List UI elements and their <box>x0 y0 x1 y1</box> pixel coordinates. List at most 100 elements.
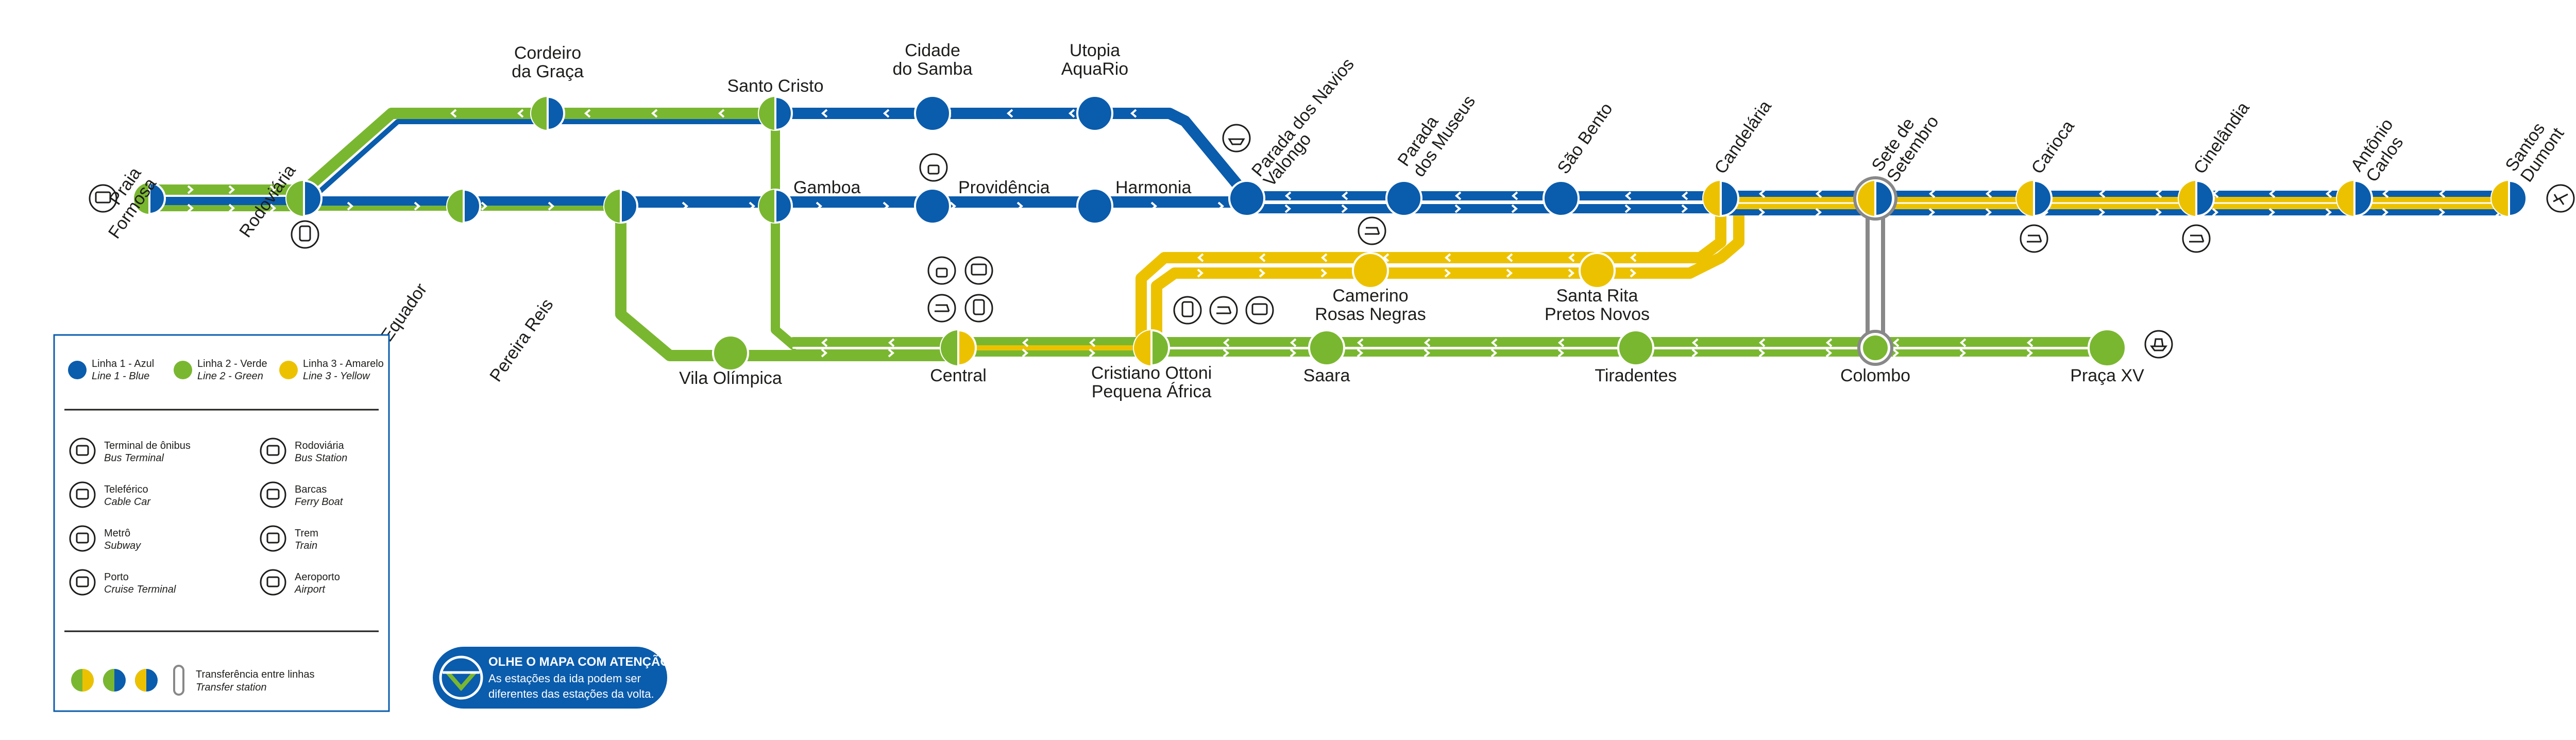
station-label-line: Colombo <box>1840 366 1910 385</box>
line-green-upper-branch <box>298 108 786 196</box>
legend-item-label: Aeroporto <box>295 571 340 583</box>
trunk-praia-rodoviaria <box>144 184 309 211</box>
station-label-line: Pretos Novos <box>1545 305 1650 324</box>
station-central: Central <box>930 329 987 385</box>
direction-chevron <box>1068 109 1075 118</box>
direction-chevron <box>1150 201 1158 211</box>
station-marker <box>1702 180 1739 217</box>
direction-chevron <box>2382 189 2389 198</box>
station-label: Pereira Reis <box>486 295 557 385</box>
station-equador: Equador <box>377 189 481 345</box>
station-saara: Saara <box>1303 329 1350 385</box>
bus-terminal-icon <box>89 184 117 213</box>
station-marker <box>1352 252 1389 289</box>
station-label-line: Cinelândia <box>2190 98 2253 177</box>
direction-chevron <box>1130 109 1137 118</box>
direction-chevron <box>1320 253 1328 262</box>
station-label: Vila Olímpica <box>679 368 782 388</box>
direction-chevron <box>1490 338 1498 347</box>
direction-chevron <box>1568 268 1575 278</box>
direction-chevron <box>347 201 354 211</box>
cruise-terminal-icon <box>1222 124 1251 153</box>
legend-item-label: Cable Car <box>104 496 151 508</box>
direction-chevron <box>718 109 725 118</box>
notice-body-line-1: As estações da ida podem ser <box>488 672 641 685</box>
direction-chevron <box>481 201 488 211</box>
direction-chevron <box>2026 348 2033 358</box>
subway-icon <box>2182 224 2211 253</box>
direction-chevron <box>2098 208 2106 217</box>
station-marker <box>1579 252 1616 289</box>
station-label: SantosDumont <box>2501 113 2568 186</box>
station-marker <box>1133 329 1170 366</box>
direction-chevron <box>1985 189 1992 198</box>
station-label: Saara <box>1303 366 1350 385</box>
station-marker <box>285 180 323 217</box>
direction-chevron <box>821 348 828 358</box>
subway-icon <box>1209 296 1238 325</box>
station-colombo: Colombo <box>1840 330 1910 385</box>
cruise-terminal-icon <box>69 569 96 596</box>
direction-chevron <box>1382 253 1389 262</box>
station-vila-olimpica: Vila Olímpica <box>679 334 782 388</box>
legend-line-label: Linha 1 - Azul <box>92 358 154 369</box>
station-label: Tiradentes <box>1595 366 1676 385</box>
station-label-line: Utopia <box>1070 41 1120 60</box>
direction-chevron <box>888 348 895 358</box>
legend-item-label: Porto <box>104 571 129 583</box>
station-marker <box>1228 180 1265 217</box>
station-label-line: Carioca <box>2027 117 2078 178</box>
direction-chevron <box>1444 268 1451 278</box>
direction-chevron <box>1423 348 1431 358</box>
station-label-line: Camerino <box>1332 286 1408 306</box>
station-label: Harmonia <box>1115 178 1191 197</box>
station-label-line: Santa Rita <box>1556 286 1638 306</box>
direction-chevron <box>888 338 895 347</box>
direction-chevron <box>517 109 524 118</box>
station-marker <box>758 189 793 224</box>
legend-line-label: Line 2 - Green <box>197 371 263 382</box>
direction-chevron <box>1511 191 1518 200</box>
direction-chevron <box>1815 189 1822 198</box>
direction-chevron <box>228 204 235 213</box>
direction-chevron <box>1825 338 1833 347</box>
legend-transfer-label-en: Transfer station <box>196 682 266 693</box>
station-label-line: Gamboa <box>793 178 860 197</box>
legend-line-label: Line 3 - Yellow <box>303 371 370 382</box>
legend-item-label: Cruise Terminal <box>104 584 176 595</box>
station-marker <box>1385 180 1422 217</box>
direction-chevron <box>1454 191 1462 200</box>
station-marker <box>758 96 793 131</box>
subway-icon <box>69 525 96 552</box>
direction-chevron <box>749 201 756 211</box>
station-marker <box>914 95 951 132</box>
station-marker <box>2490 180 2528 217</box>
train-icon <box>1173 296 1202 325</box>
train-icon <box>260 525 286 552</box>
direction-chevron <box>2155 189 2162 198</box>
station-marker <box>1076 188 1113 225</box>
station-label-line: Tiradentes <box>1595 366 1676 385</box>
direction-chevron <box>1511 204 1518 213</box>
direction-chevron <box>950 201 957 211</box>
station-label-line: Cidade <box>905 41 960 60</box>
direction-chevron <box>187 185 194 194</box>
station-marker <box>2336 180 2373 217</box>
direction-chevron <box>1259 253 1266 262</box>
station-label-line: Central <box>930 366 987 385</box>
direction-chevron <box>584 109 591 118</box>
direction-chevron <box>2382 208 2389 217</box>
cable-car-icon <box>927 256 956 285</box>
direction-chevron <box>1691 348 1699 358</box>
legend-item-label: Train <box>295 540 317 551</box>
station-marker <box>712 334 749 372</box>
direction-chevron <box>883 109 890 118</box>
station-label-line: da Graça <box>512 62 584 81</box>
direction-chevron <box>1630 253 1637 262</box>
